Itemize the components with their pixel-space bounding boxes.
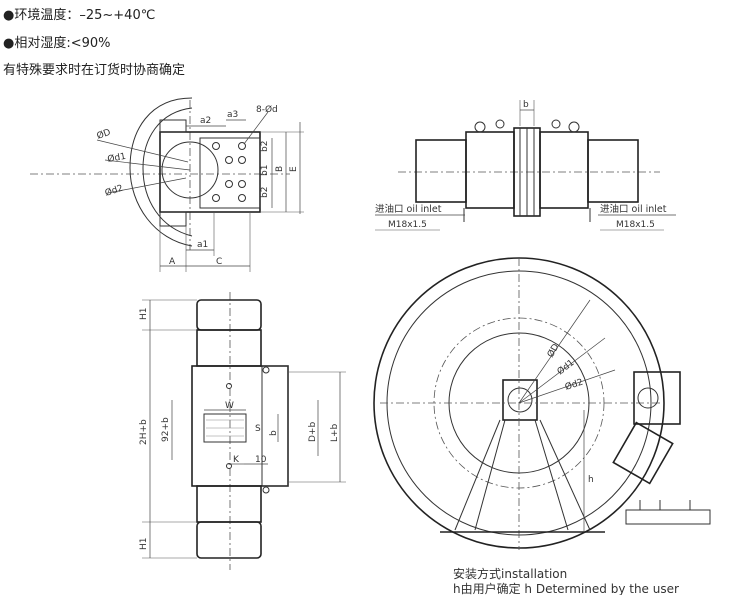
bottom-right-installation-view: ØD Ød1 Ød2 h: [373, 257, 711, 550]
label-C: C: [216, 257, 222, 267]
label-H1-top: H1: [139, 308, 149, 321]
label-D-b: D+b: [308, 422, 318, 442]
label-holes: 8-Ød: [256, 104, 278, 115]
label-B: B: [275, 166, 285, 172]
label-b2-bottom: b2: [260, 187, 270, 198]
label-diameter-D: ØD: [95, 127, 112, 142]
bottom-left-front-view: H1 2H+b H1 92+b W S K 10 b D+b L+b: [139, 292, 346, 570]
label-thread-left: M18x1.5: [388, 220, 427, 230]
label-a1: a1: [197, 240, 208, 250]
label-diameter-d2: Ød2: [104, 183, 125, 199]
label-installation-d1: Ød1: [555, 357, 576, 377]
label-92-b: 92+b: [161, 417, 171, 442]
label-A: A: [169, 257, 176, 267]
label-oil-inlet-left: 进油口 oil inlet: [375, 203, 442, 215]
label-a3: a3: [227, 110, 238, 120]
top-left-end-view: 8-Ød ØD Ød1 Ød2 a2 a3 a1 A C b2 b1 b2 B …: [30, 97, 304, 272]
label-a2: a2: [200, 116, 211, 126]
label-installation-d2: Ød2: [564, 377, 585, 393]
label-h: h: [588, 475, 594, 485]
caption-h-determined: h由用户确定 h Determined by the user: [453, 581, 679, 595]
spec-special-note: 有特殊要求时在订货时协商确定: [3, 63, 186, 78]
label-H1-bottom: H1: [139, 538, 149, 551]
spec-temperature: ●环境温度：–25~+40℃: [3, 8, 156, 23]
label-b-side: b: [269, 430, 279, 436]
label-K: K: [233, 455, 240, 465]
label-L-b: L+b: [330, 423, 340, 442]
top-right-side-view: b 进油口 oil inlet M18x1.5 进油口 oil inlet M1…: [375, 100, 676, 231]
label-oil-inlet-right: 进油口 oil inlet: [600, 203, 667, 215]
label-b-top: b: [523, 100, 529, 110]
label-S: S: [255, 424, 261, 434]
label-b1: b1: [260, 165, 270, 176]
spec-humidity: ●相对湿度:<90%: [3, 36, 111, 51]
label-W: W: [225, 401, 234, 411]
label-2H-b: 2H+b: [139, 419, 149, 445]
label-E: E: [289, 166, 299, 172]
caption-installation: 安装方式installation: [453, 566, 567, 581]
label-thread-right: M18x1.5: [616, 220, 655, 230]
label-10: 10: [255, 455, 267, 465]
label-diameter-d1: Ød1: [107, 151, 127, 165]
label-b2-top: b2: [260, 141, 270, 152]
